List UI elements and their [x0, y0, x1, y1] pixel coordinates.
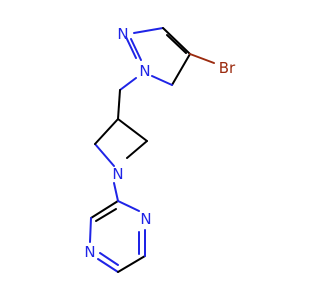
bond-pyrazine-c5-c6: [117, 255, 146, 273]
bond-pyrazole-c3-c4-double: [166, 34, 187, 54]
bond-pyrazole-n2-n1: [125, 36, 137, 59]
bond-pyrazole-n2-c3: [133, 27, 164, 34]
bond-azetidine-n-pyrazine-c2: [113, 182, 119, 202]
atom-pyrazole-n2: N: [117, 25, 128, 43]
bond-ch2-azetidine-c3: [117, 89, 121, 120]
bond-pyrazine-c3-n4: [89, 217, 92, 243]
bond-pyrazole-c5-n1: [151, 75, 173, 86]
bond-pyrazine-n1-c2: [117, 200, 140, 212]
bond-pyrazole-n2-n1-double: [130, 38, 142, 61]
bond-azetidine-n-c4: [94, 143, 115, 167]
bond-pyrazine-c2-c3: [90, 200, 119, 219]
bond-azetidine-c4-c3: [94, 118, 119, 145]
bond-n1-ch2: [119, 77, 137, 91]
bond-pyrazine-n4-c5: [97, 258, 119, 273]
atom-bromine: Br: [219, 59, 236, 77]
bond-azetidine-c2-n: [126, 140, 148, 159]
bond-pyrazine-n4-c5-double: [99, 252, 119, 266]
bond-pyrazole-c3-c4: [162, 27, 191, 55]
molecule-structure-diagram: N N Br N N N: [84, 25, 236, 273]
bond-pyrazole-c4-c5: [171, 53, 191, 86]
bond-azetidine-c3-c2: [117, 118, 148, 142]
atom-pyrazine-n4: N: [84, 243, 95, 261]
bond-pyrazine-c2-c3-double: [95, 208, 117, 222]
bond-c4-bromine: [189, 53, 215, 64]
atom-pyrazole-n1: N: [139, 62, 150, 80]
atom-pyrazine-n1: N: [140, 210, 151, 228]
atom-azetidine-n: N: [112, 165, 123, 183]
